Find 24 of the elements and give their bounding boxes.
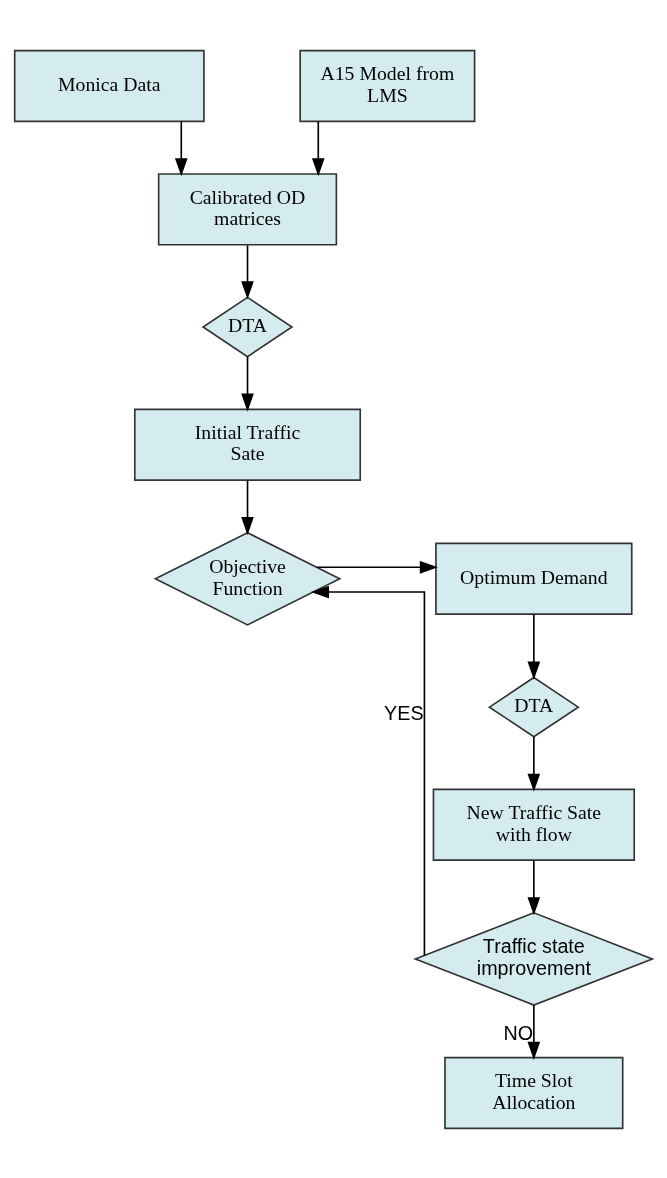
node-diamond: DTA	[201, 295, 294, 358]
arrow	[527, 613, 541, 680]
arrow	[527, 1003, 541, 1060]
node-diamond: Traffic state improvement	[413, 911, 655, 1006]
node-box: A15 Model from LMS	[299, 49, 476, 122]
arrow	[316, 560, 438, 574]
arrow	[241, 244, 254, 299]
arrow	[527, 859, 541, 915]
node-diamond: DTA	[487, 676, 580, 738]
node-box: Calibrated OD matrices	[157, 172, 338, 246]
arrow	[310, 585, 426, 956]
node-box: New Traffic Sate with flow	[432, 788, 636, 861]
arrow	[174, 120, 188, 176]
arrow	[311, 120, 325, 176]
arrow	[241, 355, 254, 412]
node-box: Optimum Demand	[435, 542, 633, 615]
node-box: Initial Traffic Sate	[133, 408, 362, 481]
edge-label: YES	[384, 701, 424, 724]
edge-label: NO	[503, 1021, 534, 1044]
node-diamond: Objective Function	[153, 531, 342, 626]
arrow	[527, 735, 541, 792]
node-box: Time Slot Allocation	[444, 1056, 624, 1129]
arrow	[241, 479, 254, 535]
node-box: Monica Data	[13, 49, 205, 122]
